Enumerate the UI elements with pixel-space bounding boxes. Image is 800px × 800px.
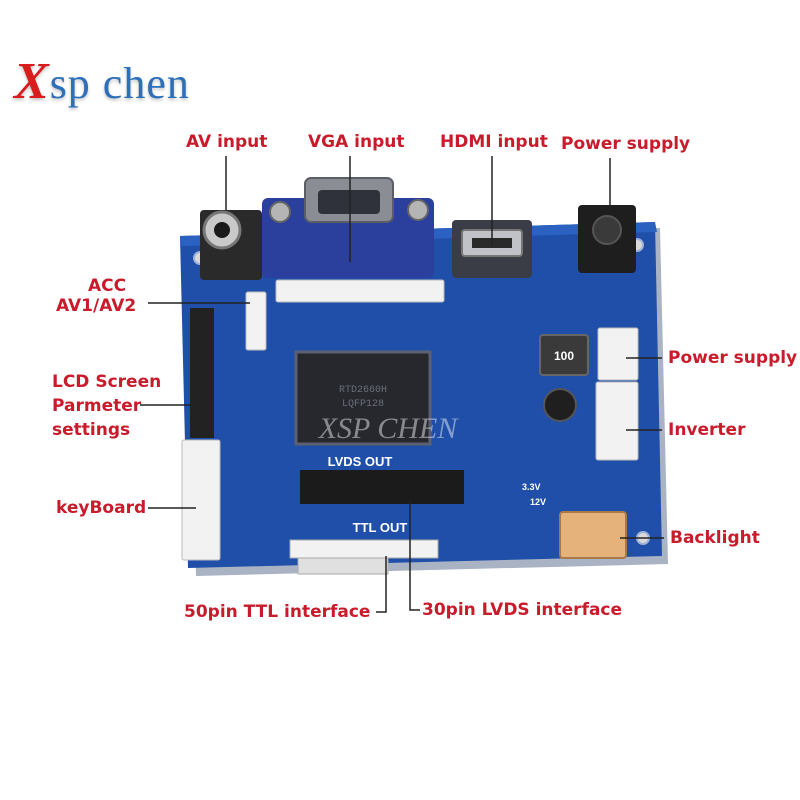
- inductor-label: 100: [554, 349, 574, 363]
- label-hdmi-input: HDMI input: [440, 132, 548, 152]
- label-power-supply-top: Power supply: [561, 134, 691, 154]
- power-jack-hole: [592, 215, 622, 245]
- board-watermark: XSP CHEN: [318, 412, 460, 445]
- silk-lvds-out: LVDS OUT: [328, 454, 393, 469]
- backlight-module: [559, 511, 627, 559]
- silk-12v: 12V: [530, 497, 546, 507]
- main-ic-marking-a: RTD2660H: [339, 385, 387, 396]
- lvds-pin-header: [300, 470, 464, 504]
- acc-header-connector: [245, 291, 267, 351]
- inverter-header-connector: [595, 381, 639, 461]
- vga-connector-socket: [318, 190, 380, 214]
- label-acc: ACC: [88, 276, 127, 296]
- silk-ttl-out: TTL OUT: [353, 520, 408, 535]
- label-parmeter: Parmeter: [52, 396, 142, 416]
- keyboard-header-connector: [181, 439, 221, 561]
- label-power-supply-right: Power supply: [668, 348, 798, 368]
- brand-logo-initial: X: [14, 53, 50, 110]
- brand-logo-text: sp chen: [49, 59, 190, 108]
- label-lvds-interface: 30pin LVDS interface: [422, 600, 623, 620]
- vga-header-connector: [275, 279, 445, 303]
- lcd-param-pin-header: [190, 308, 214, 438]
- vga-screw-left: [269, 201, 291, 223]
- label-backlight: Backlight: [670, 528, 760, 548]
- leader-lvds: [409, 500, 420, 611]
- label-ttl-interface: 50pin TTL interface: [184, 602, 371, 622]
- inductor: [539, 334, 589, 376]
- main-ic-chip: [294, 350, 432, 446]
- label-settings: settings: [52, 420, 131, 440]
- vga-screw-right: [407, 199, 429, 221]
- label-keyboard: keyBoard: [56, 498, 147, 518]
- label-av1-av2: AV1/AV2: [56, 296, 137, 316]
- label-lcd-screen: LCD Screen: [52, 372, 162, 392]
- label-inverter: Inverter: [668, 420, 746, 440]
- label-vga-input: VGA input: [308, 132, 405, 152]
- label-av-input: AV input: [186, 132, 268, 152]
- silk-3v3: 3.3V: [522, 482, 541, 492]
- av-jack-hole: [214, 222, 230, 238]
- ttl-fpc-latch: [297, 557, 389, 575]
- leader-ttl: [376, 556, 387, 613]
- ttl-fpc-connector: [289, 539, 439, 559]
- brand-logo: Xsp chen: [14, 52, 190, 111]
- leader-lines: [140, 156, 664, 613]
- electrolytic-capacitor: [543, 388, 577, 422]
- power-header-connector: [597, 327, 639, 381]
- main-ic-marking-b: LQFP128: [342, 399, 384, 410]
